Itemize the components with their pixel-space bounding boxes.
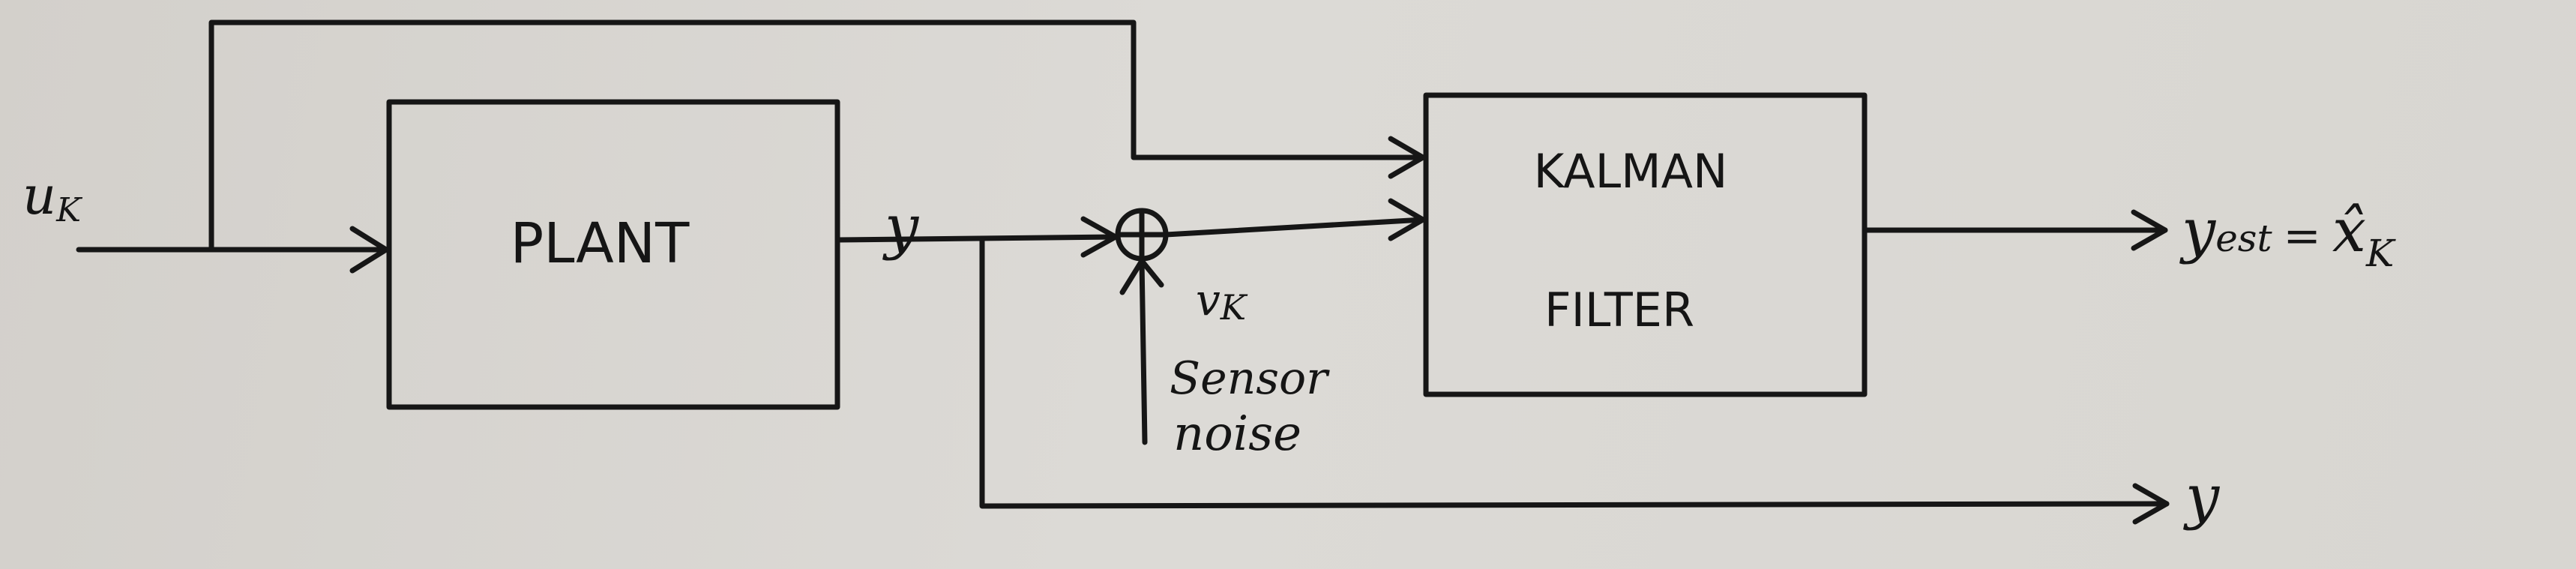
output-label: yest=x̂K xyxy=(2179,196,2396,275)
measurement-to-kalman-arrow xyxy=(1163,198,1426,241)
input-label: uK xyxy=(22,165,82,229)
summing-junction xyxy=(1115,208,1169,262)
kalman-label-line1: KALMAN xyxy=(1534,144,1728,199)
noise-label: vK xyxy=(1196,274,1248,328)
y-bypass-arrow xyxy=(979,235,2170,525)
input-arrow xyxy=(76,226,389,274)
noise-arrow xyxy=(1119,258,1164,445)
kalman-label-line2: FILTER xyxy=(1544,283,1694,337)
kalman-filter-block xyxy=(1423,92,1868,397)
bypass-output-label: y xyxy=(2183,462,2221,532)
kalman-output-arrow xyxy=(1862,209,2168,251)
plant-block xyxy=(386,99,840,410)
plant-output-label: y xyxy=(882,192,920,262)
input-to-kalman-arrow xyxy=(208,19,1426,253)
noise-caption-line1: Sensor xyxy=(1170,352,1330,405)
plant-label: PLANT xyxy=(511,211,690,276)
plant-output-line xyxy=(834,216,1119,258)
noise-caption-line2: noise xyxy=(1173,406,1301,462)
